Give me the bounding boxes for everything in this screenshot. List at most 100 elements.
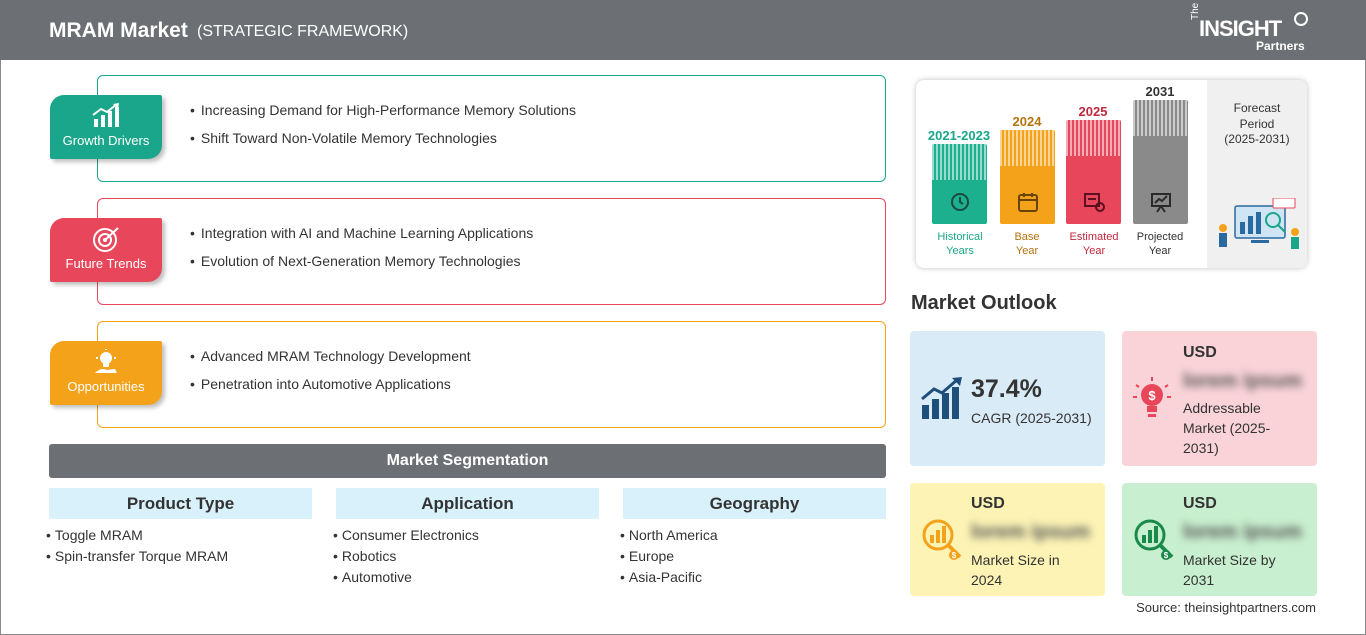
source-note[interactable]: Source: theinsightpartners.com bbox=[1136, 600, 1316, 615]
desc-line: Market Size by bbox=[1183, 552, 1276, 568]
opportunities-card: Advanced MRAM Technology Development Pen… bbox=[97, 321, 886, 428]
bar-caption-projected: Projected Year bbox=[1125, 230, 1195, 258]
addressable-value: lorem ipsum bbox=[1183, 370, 1302, 392]
target-icon bbox=[50, 226, 162, 252]
bar-base bbox=[1000, 130, 1055, 224]
bar-year-projected: 2031 bbox=[1145, 84, 1175, 99]
header-bar: MRAM Market (STRATEGIC FRAMEWORK) The IN… bbox=[0, 0, 1366, 60]
market-outlook-title: Market Outlook bbox=[911, 292, 1057, 314]
bar-estimated bbox=[1066, 120, 1121, 224]
forecast-label: Forecast Period bbox=[1207, 100, 1307, 132]
timeline-card: 2021-2023 Historical Years 2024 Base Yea… bbox=[916, 80, 1307, 268]
segment-heading: Product Type bbox=[49, 488, 312, 519]
list-item: Shift Toward Non-Volatile Memory Technol… bbox=[190, 124, 576, 152]
list-item: North America bbox=[620, 525, 886, 546]
list-item: Consumer Electronics bbox=[333, 525, 599, 546]
list-item: Evolution of Next-Generation Memory Tech… bbox=[190, 247, 533, 275]
insight-partners-logo[interactable]: The INSIGHT Partners bbox=[1190, 3, 1310, 54]
forecast-label-line: Forecast bbox=[1233, 101, 1281, 115]
bar-stripes bbox=[1133, 100, 1188, 136]
bar-caption-base: Base Year bbox=[992, 230, 1062, 258]
svg-text:$: $ bbox=[1164, 551, 1169, 560]
lightbulb-hand-icon bbox=[50, 349, 162, 375]
size-2024-desc: Market Size in 2024 bbox=[971, 550, 1060, 590]
bar-stripes bbox=[1000, 130, 1055, 166]
caption-line: Year bbox=[1148, 245, 1172, 257]
caption-line: Year bbox=[1082, 245, 1106, 257]
segmentation-bar: Market Segmentation bbox=[49, 444, 886, 478]
segment-application: Application Consumer Electronics Robotic… bbox=[336, 488, 599, 588]
desc-line: 2031 bbox=[1183, 572, 1215, 588]
cagr-value: 37.4% bbox=[971, 375, 1042, 403]
logo-arc-icon bbox=[1294, 12, 1308, 26]
growth-bars-icon bbox=[920, 377, 964, 426]
opportunities-list: Advanced MRAM Technology Development Pen… bbox=[190, 342, 471, 398]
caption-line: Year bbox=[1015, 245, 1039, 257]
desc-line: Market Size in bbox=[971, 552, 1060, 568]
projection-icon bbox=[1149, 191, 1173, 218]
caption-line: Historical bbox=[937, 231, 983, 243]
bar-caption-estimated: Estimated Year bbox=[1059, 230, 1129, 258]
list-item: Penetration into Automotive Applications bbox=[190, 370, 471, 398]
logo-partners: Partners bbox=[1256, 39, 1305, 53]
size-2031-desc: Market Size by 2031 bbox=[1183, 550, 1276, 590]
market-size-2024-box: $ USD lorem ipsum Market Size in 2024 bbox=[910, 483, 1105, 596]
forecast-label-line: Period bbox=[1239, 117, 1275, 131]
list-item: Europe bbox=[620, 546, 886, 567]
forecast-period: (2025-2031) bbox=[1224, 132, 1290, 146]
segment-heading: Geography bbox=[623, 488, 886, 519]
bar-stripes bbox=[932, 144, 987, 180]
desc-line: 2024 bbox=[971, 572, 1003, 588]
size-2031-value: lorem ipsum bbox=[1183, 521, 1302, 543]
future-trends-tag: Future Trends bbox=[50, 218, 162, 282]
history-icon bbox=[948, 191, 972, 218]
caption-line: Estimated bbox=[1069, 231, 1119, 243]
list-item: Spin-transfer Torque MRAM bbox=[46, 546, 312, 567]
bar-projected bbox=[1133, 100, 1188, 224]
calendar-icon bbox=[1016, 191, 1040, 218]
growth-chart-icon bbox=[50, 103, 162, 129]
future-trends-card: Integration with AI and Machine Learning… bbox=[97, 198, 886, 305]
estimate-icon bbox=[1082, 191, 1106, 218]
segment-geography: Geography North America Europe Asia-Paci… bbox=[623, 488, 886, 588]
addressable-market-box: $ USD lorem ipsum Addressable Market (20… bbox=[1122, 331, 1317, 466]
magnifier-chart-icon: $ bbox=[1130, 515, 1176, 566]
size-2024-usd: USD bbox=[971, 495, 1005, 512]
future-trends-list: Integration with AI and Machine Learning… bbox=[190, 219, 533, 275]
growth-drivers-card: Increasing Demand for High-Performance M… bbox=[97, 75, 886, 182]
list-item: Toggle MRAM bbox=[46, 525, 312, 546]
bar-historical bbox=[932, 144, 987, 224]
size-2031-usd: USD bbox=[1183, 495, 1217, 512]
bar-stripes bbox=[1066, 120, 1121, 156]
growth-drivers-tag: Growth Drivers bbox=[50, 95, 162, 159]
segment-heading: Application bbox=[336, 488, 599, 519]
desc-line: Market (2025- bbox=[1183, 420, 1271, 436]
future-trends-label: Future Trends bbox=[65, 256, 147, 271]
analytics-dashboard-icon bbox=[1213, 197, 1303, 259]
magnifier-chart-icon: $ bbox=[918, 515, 964, 566]
desc-line: 2031) bbox=[1183, 440, 1219, 456]
logo-insight: INSIGHT bbox=[1199, 16, 1282, 41]
list-item: Integration with AI and Machine Learning… bbox=[190, 219, 533, 247]
growth-drivers-label: Growth Drivers bbox=[62, 133, 150, 148]
bar-year-base: 2024 bbox=[1012, 114, 1042, 129]
bar-year-historical: 2021-2023 bbox=[927, 128, 991, 143]
list-item: Asia-Pacific bbox=[620, 567, 886, 588]
list-item: Automotive bbox=[333, 567, 599, 588]
forecast-panel: Forecast Period (2025-2031) bbox=[1207, 80, 1307, 268]
svg-text:$: $ bbox=[1148, 388, 1156, 403]
size-2024-value: lorem ipsum bbox=[971, 521, 1090, 543]
opportunities-tag: Opportunities bbox=[50, 341, 162, 405]
growth-drivers-list: Increasing Demand for High-Performance M… bbox=[190, 96, 576, 152]
opportunities-label: Opportunities bbox=[67, 379, 145, 394]
idea-dollar-icon: $ bbox=[1130, 375, 1174, 426]
caption-line: Years bbox=[946, 245, 974, 257]
cagr-box: 37.4% CAGR (2025-2031) bbox=[910, 331, 1105, 466]
addressable-usd: USD bbox=[1183, 344, 1217, 361]
desc-line: Addressable bbox=[1183, 400, 1261, 416]
bar-caption-historical: Historical Years bbox=[925, 230, 995, 258]
addressable-desc: Addressable Market (2025- 2031) bbox=[1183, 398, 1270, 458]
page-subtitle: (STRATEGIC FRAMEWORK) bbox=[197, 23, 409, 40]
market-size-2031-box: $ USD lorem ipsum Market Size by 2031 bbox=[1122, 483, 1317, 596]
bar-year-estimated: 2025 bbox=[1078, 104, 1108, 119]
